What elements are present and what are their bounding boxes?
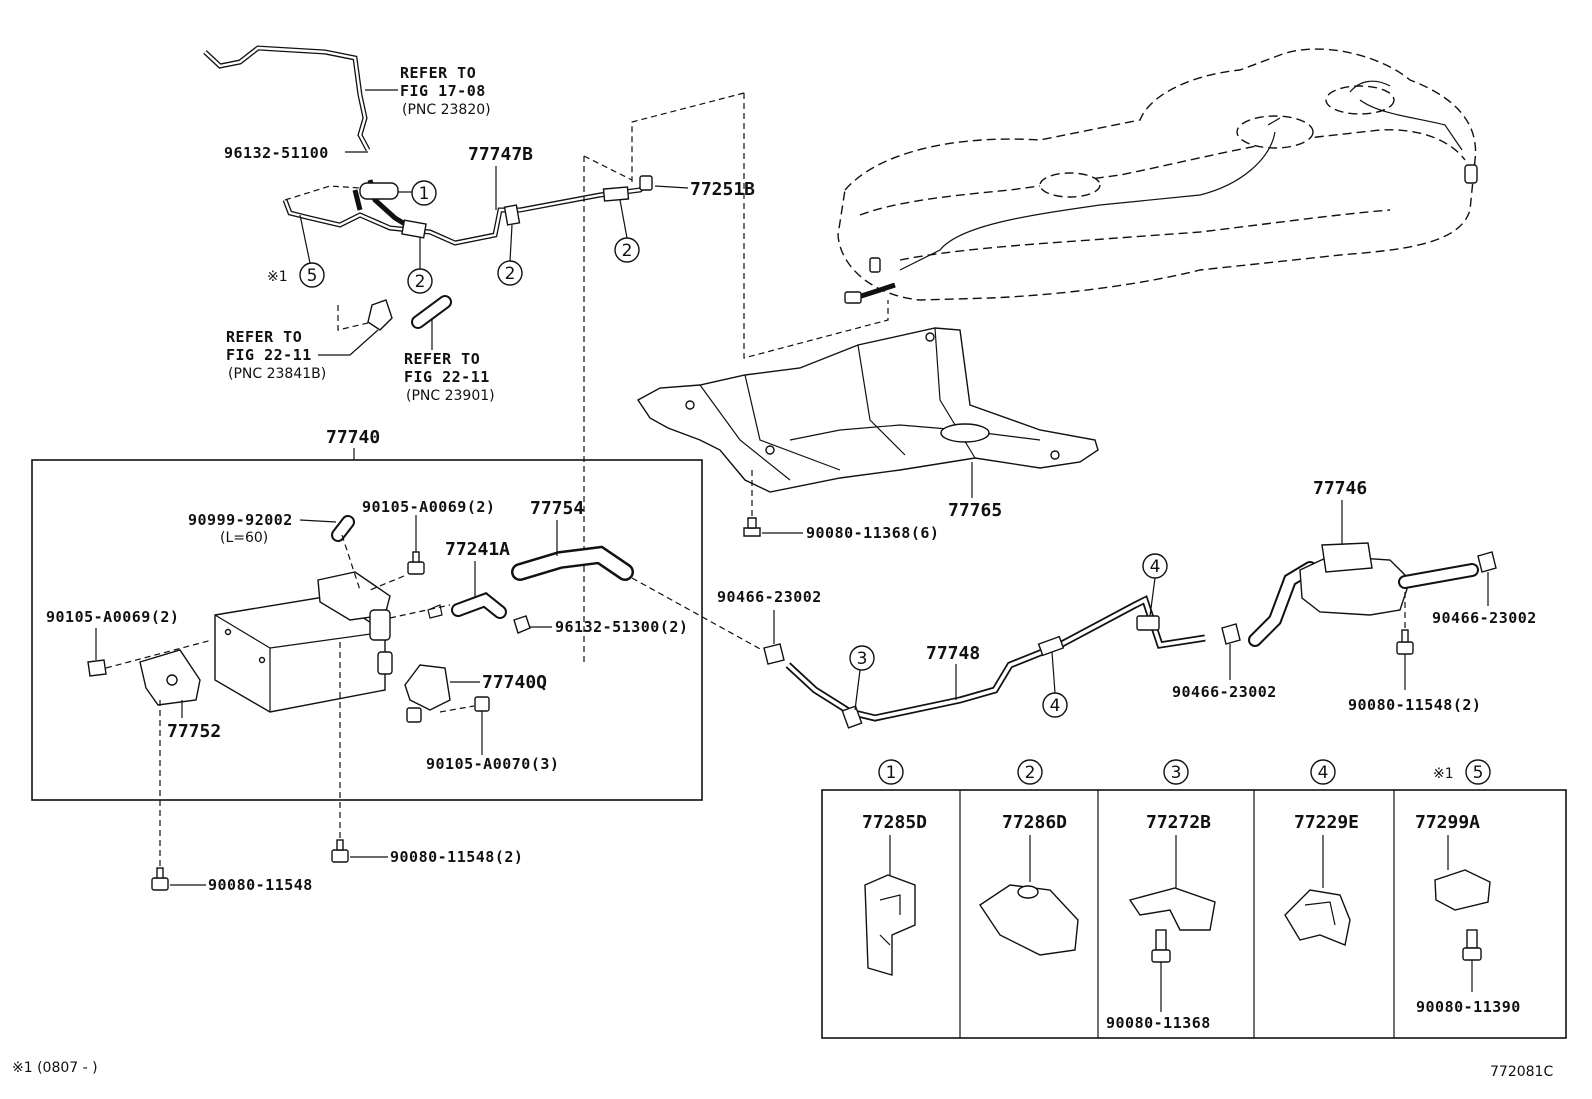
legend-2-num: 2 (1025, 763, 1036, 783)
bolt-90080-11548 (151, 700, 206, 891)
footnote: ※1 (0807 - ) (12, 1060, 98, 1076)
label-90080-11548-2a: 90080-11548(2) (390, 848, 523, 866)
bolt-90080-11548-2a (331, 642, 388, 863)
refer-line-1: REFER TO (400, 64, 476, 82)
callouts-upper: 1 2 2 2 5 ※1 (267, 180, 640, 294)
legend-3-bolt: 90080-11368 (1106, 1014, 1211, 1032)
callout-4b: 4 (1150, 557, 1161, 577)
label-77740Q: 77740Q (482, 672, 547, 693)
callout-5: 5 (307, 266, 318, 286)
label-77241A: 77241A (445, 539, 510, 560)
refer-line-3: (PNC 23820) (402, 102, 491, 118)
note-mark-1: ※1 (267, 269, 288, 285)
legend-1-part: 77285D (862, 812, 927, 833)
refer-a-line-1: REFER TO (226, 328, 302, 346)
tank-leader-line-2 (631, 92, 745, 182)
bolt-90080-11368-6 (743, 470, 803, 537)
label-77748: 77748 (926, 643, 980, 664)
legend-5-part: 77299A (1415, 812, 1480, 833)
refer-fig-17-08: REFER TO FIG 17-08 (PNC 23820) (365, 64, 491, 118)
refer-line-2: FIG 17-08 (400, 82, 486, 100)
label-77746: 77746 (1313, 478, 1367, 499)
label-96132-51300: 96132-51300(2) (555, 618, 688, 636)
pipe-77748 (785, 595, 1206, 729)
clip-77229E-drawing (1284, 889, 1351, 946)
label-77251B: 77251B (690, 179, 755, 200)
refer-a-line-2: FIG 22-11 (226, 346, 312, 364)
filter-77746 (1248, 542, 1479, 647)
clamp-90466-23002-a (763, 610, 785, 665)
canister-assembly-box (31, 459, 703, 801)
label-90105-A0069-left: 90105-A0069(2) (46, 608, 179, 626)
legend-3-part: 77272B (1146, 812, 1211, 833)
clamp-90466-23002-c (1477, 551, 1497, 606)
charcoal-canister (214, 571, 393, 713)
label-90999-note: (L=60) (220, 530, 268, 546)
clip-77286D-drawing (979, 884, 1079, 956)
clamp-96132-51300 (513, 615, 531, 634)
tank-leader-line (743, 93, 889, 359)
hose-77754 (511, 545, 634, 581)
callout-3: 3 (857, 649, 868, 669)
canister-protector (636, 327, 1099, 493)
callout-2a: 2 (415, 272, 426, 292)
clamp-90466-23002-b (1221, 623, 1241, 680)
pipe-leader-line-top (583, 155, 633, 181)
label-90466-23002-a: 90466-23002 (717, 588, 822, 606)
label-90466-23002-b: 90466-23002 (1172, 683, 1277, 701)
refer-fig-22-11-a: REFER TO FIG 22-11 (PNC 23841B) (226, 328, 379, 382)
label-77765: 77765 (948, 500, 1002, 521)
fuel-tank (837, 48, 1478, 304)
label-77752: 77752 (167, 721, 221, 742)
label-90080-11548: 90080-11548 (208, 876, 313, 894)
refer-b-line-3: (PNC 23901) (406, 388, 495, 404)
refer-b-line-2: FIG 22-11 (404, 368, 490, 386)
legend-4-part: 77229E (1294, 812, 1359, 833)
callout-3-ring (849, 645, 875, 671)
clip-77299A-drawing (1434, 869, 1491, 911)
callout-4a: 4 (1050, 696, 1061, 716)
vsv-77740Q (404, 664, 480, 723)
callout-1: 1 (419, 184, 430, 204)
label-96132-51100: 96132-51100 (224, 144, 329, 162)
legend-5-num: 5 (1473, 763, 1484, 783)
legend-1-num: 1 (886, 763, 897, 783)
label-77740: 77740 (326, 427, 380, 448)
refer-a-line-3: (PNC 23841B) (228, 366, 326, 382)
label-77754: 77754 (530, 498, 584, 519)
bolt-90080-11548-2b (1396, 592, 1414, 690)
hose-77241A (451, 592, 507, 619)
refer-b-line-1: REFER TO (404, 350, 480, 368)
bolt-90105-a0070 (439, 696, 490, 755)
label-77747B: 77747B (468, 144, 533, 165)
bolt-90105-a0069-left (87, 628, 213, 677)
diagram-id: 772081C (1490, 1064, 1553, 1080)
clip-legend: 1 2 3 4 5 ※1 77285D 77286D 77272B 77229E… (821, 759, 1567, 1039)
callout-2b: 2 (505, 264, 516, 284)
label-90105-A0070: 90105-A0070(3) (426, 755, 559, 773)
legend-4-num: 4 (1318, 763, 1329, 783)
refer-fig-22-11-b: REFER TO FIG 22-11 (PNC 23901) (404, 318, 495, 404)
legend-5-bolt: 90080-11390 (1416, 998, 1521, 1016)
clip-77285D-drawing (864, 874, 916, 976)
legend-5-note: ※1 (1433, 766, 1454, 782)
label-90466-23002-c: 90466-23002 (1432, 609, 1537, 627)
canister-bracket (139, 649, 201, 706)
label-90999-92002: 90999-92002 (188, 511, 293, 529)
label-90080-11548-2b: 90080-11548(2) (1348, 696, 1481, 714)
clip-77272B-drawing (1128, 887, 1216, 931)
legend-2-part: 77286D (1002, 812, 1067, 833)
callout-2c: 2 (622, 241, 633, 261)
upper-pipe-assembly (203, 45, 653, 331)
label-90105-A0069-top: 90105-A0069(2) (362, 498, 495, 516)
legend-3-num: 3 (1171, 763, 1182, 783)
bolt-90105-a0069-top (369, 515, 425, 591)
label-90080-11368-6: 90080-11368(6) (806, 524, 939, 542)
